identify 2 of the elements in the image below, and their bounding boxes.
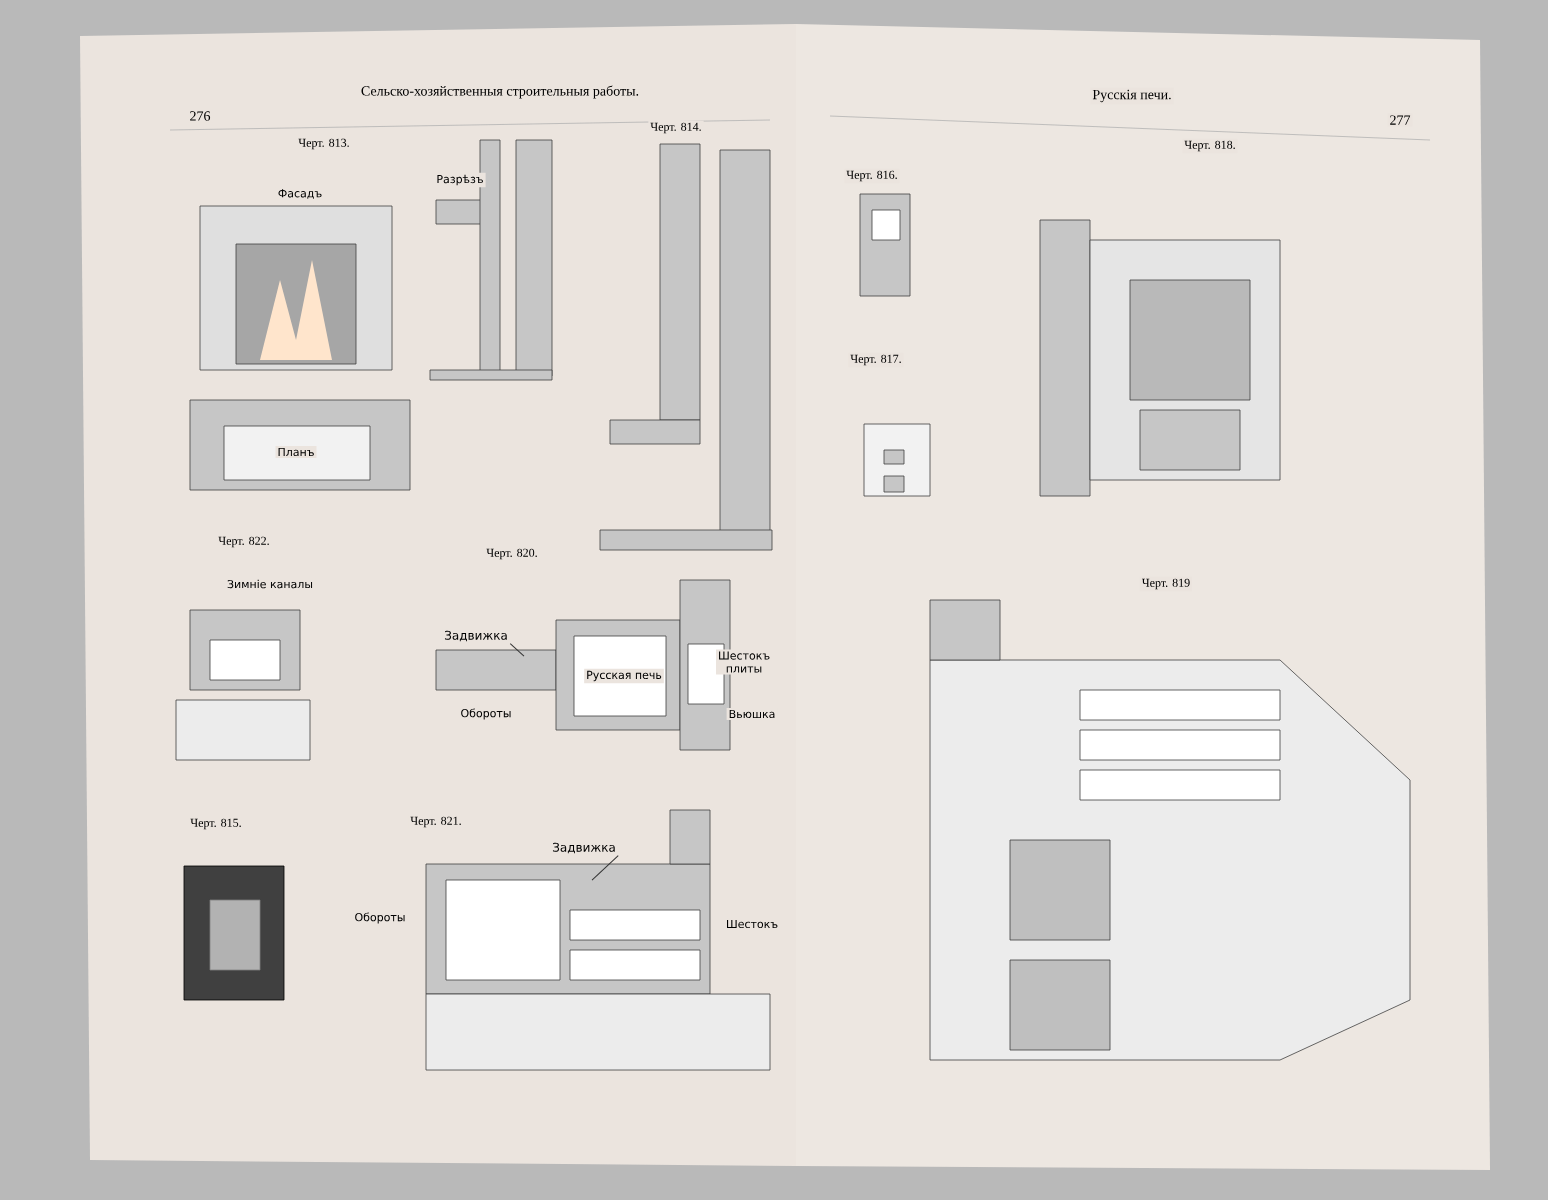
leader-line — [509, 643, 525, 657]
leader-line — [591, 855, 619, 881]
